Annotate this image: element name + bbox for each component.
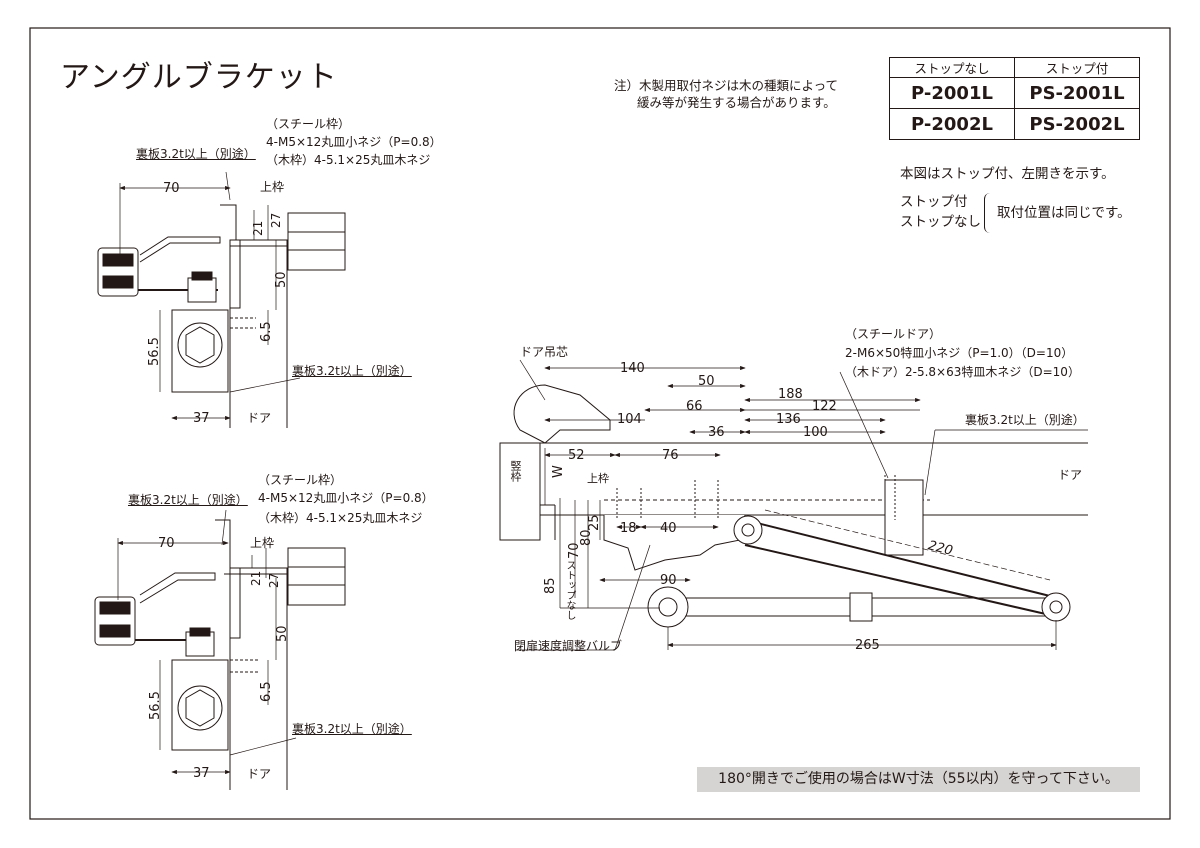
dim-56.5-top: 56.5	[147, 337, 162, 366]
dim-90: 90	[660, 573, 677, 588]
top-steel-screw: 4-M5×12丸皿小ネジ（P=0.8）	[266, 135, 442, 149]
bracket-detail-bottom	[94, 509, 346, 790]
top-door-label: ドア	[247, 411, 272, 425]
page-title: アングルブラケット	[60, 60, 338, 95]
dim-66: 66	[686, 399, 703, 414]
dim-52: 52	[568, 448, 585, 463]
dim-70-bottom: 70	[158, 536, 175, 551]
dim-104: 104	[617, 412, 642, 427]
dim-21-top: 21	[251, 221, 265, 236]
wood-door-screw: （木ドア）2-5.8×63特皿木ネジ（D=10）	[845, 365, 1080, 379]
dim-18: 18	[620, 521, 637, 536]
dim-25: 25	[587, 514, 602, 531]
dim-85: 85	[543, 577, 558, 594]
dim-27-bottom: 27	[267, 573, 281, 588]
jamb-label: 竪枠	[509, 460, 522, 482]
dim-56.5-bottom: 56.5	[148, 691, 163, 720]
dim-40: 40	[660, 521, 677, 536]
header-with-stop: ストップ付	[1014, 57, 1140, 78]
dim-6.5-top: 6.5	[259, 321, 274, 342]
bottom-wood-screw: （木枠）4-5.1×25丸皿木ネジ	[258, 511, 423, 525]
dimension-labels: 70 21 27 50 6.5 56.5 37 70 21 27 50 6.5 …	[147, 181, 954, 781]
stop-label: ストップ付	[900, 194, 968, 210]
dim-70-top: 70	[163, 181, 180, 196]
dim-21-bottom: 21	[249, 571, 263, 586]
model-ps2001l: PS-2001L	[1014, 77, 1140, 109]
dim-122: 122	[812, 399, 837, 414]
dim-37-bottom: 37	[193, 766, 210, 781]
dim-50-top: 50	[274, 271, 289, 288]
header-no-stop: ストップなし	[889, 57, 1015, 78]
same-position-note: 取付位置は同じです。	[997, 205, 1131, 221]
model-p2001l: P-2001L	[889, 77, 1015, 109]
top-wood-screw: （木枠）4-5.1×25丸皿木ネジ	[266, 153, 431, 167]
dim-140: 140	[620, 361, 645, 376]
pivot-label: ドア吊芯	[520, 345, 569, 359]
dim-36: 36	[708, 425, 725, 440]
sheet-border	[29, 27, 1171, 820]
model-p2002l: P-2002L	[889, 108, 1015, 140]
bottom-door-label: ドア	[247, 767, 272, 781]
closer-main-view	[499, 359, 1088, 651]
bottom-backplate-upper: 裏板3.2t以上（別途）	[128, 493, 248, 507]
dim-100: 100	[803, 425, 828, 440]
no-stop-label: ストップなし	[900, 214, 981, 230]
steel-door-screw: 2-M6×50特皿小ネジ（P=1.0）（D=10）	[845, 346, 1074, 360]
figure-note: 本図はストップ付、左開きを示す。	[900, 166, 1115, 182]
dim-136: 136	[776, 412, 801, 427]
dim-50-main: 50	[698, 374, 715, 389]
valve-label: 閉扉速度調整バルブ	[514, 639, 623, 653]
dim-220: 220	[926, 538, 954, 559]
top-frame-label: 上枠	[260, 180, 285, 194]
main-door-label: ドア	[1058, 468, 1083, 482]
top-backplate-upper: 裏板3.2t以上（別途）	[136, 147, 256, 161]
steel-door-label: （スチールドア）	[845, 327, 942, 341]
note-line-2: 緩み等が発生する場合があります。	[637, 95, 836, 110]
top-backplate-lower: 裏板3.2t以上（別途）	[292, 364, 412, 378]
dim-37-top: 37	[193, 411, 210, 426]
dim-80: 80	[579, 529, 594, 546]
model-ps2002l: PS-2002L	[1014, 108, 1140, 140]
brace-mark	[984, 193, 993, 233]
main-frame-label: 上枠	[587, 472, 609, 485]
bottom-backplate-lower: 裏板3.2t以上（別途）	[292, 722, 412, 736]
dim-27-top: 27	[269, 213, 283, 228]
warning-banner: 180°開きでご使用の場合はW寸法（55以内）を守って下さい。	[697, 767, 1140, 792]
dim-W: W	[551, 465, 566, 478]
model-table: ストップなし ストップ付 P-2001L PS-2001L P-2002L PS…	[889, 57, 1140, 140]
dim-50-bottom: 50	[275, 625, 290, 642]
no-stop-dim-label: ストップなし	[564, 560, 575, 620]
bottom-steel-frame: （スチール枠）	[258, 473, 343, 487]
dim-265: 265	[855, 638, 880, 653]
bottom-frame-label: 上枠	[250, 536, 275, 550]
bottom-steel-screw: 4-M5×12丸皿小ネジ（P=0.8）	[258, 491, 434, 505]
note-line-1: 注）木製用取付ネジは木の種類によって	[614, 78, 839, 93]
bracket-detail-top	[97, 171, 346, 428]
dim-76: 76	[662, 448, 679, 463]
dim-6.5-bottom: 6.5	[259, 681, 274, 702]
top-steel-frame: （スチール枠）	[266, 117, 351, 131]
dim-70-main: 70	[567, 542, 582, 559]
main-backplate-label: 裏板3.2t以上（別途）	[965, 413, 1085, 427]
dim-188: 188	[778, 387, 803, 402]
